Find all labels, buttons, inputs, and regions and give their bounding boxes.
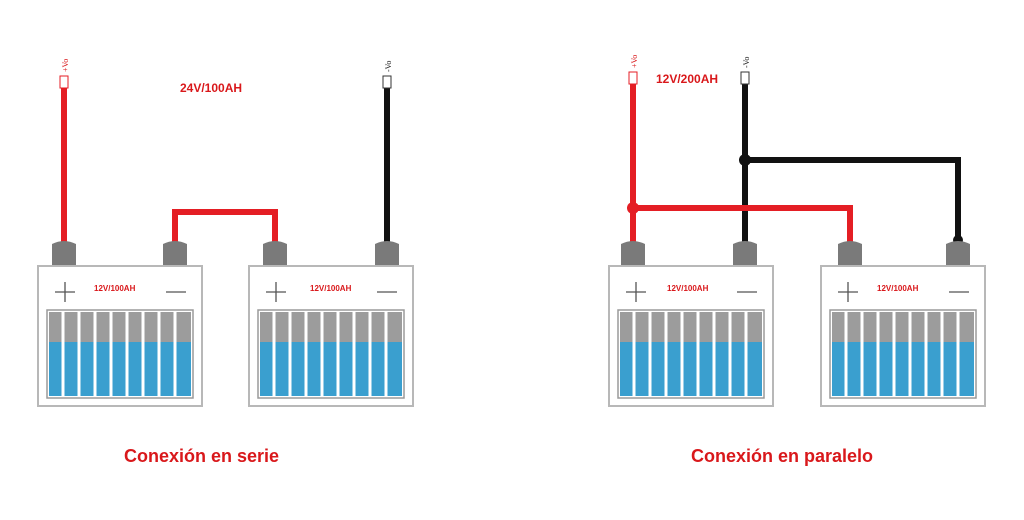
series-total-rating: 24V/100AH bbox=[180, 81, 242, 95]
battery-rating: 12V/100AH bbox=[667, 284, 709, 293]
series-battery-1-positive-terminal bbox=[52, 241, 76, 266]
parallel-diagram: +Vo -Vo 12V/200AH 12V/100AH 12V/100AH Co… bbox=[607, 55, 987, 466]
series-battery-2: 12V/100AH bbox=[247, 264, 415, 408]
battery-rating: 12V/100AH bbox=[877, 284, 919, 293]
parallel-battery-1-negative-terminal bbox=[733, 241, 757, 266]
parallel-negative-wiring bbox=[739, 84, 963, 245]
series-diagram: +Vo -Vo 24V/100AH 12V/100AH 12V/100AH Co… bbox=[36, 59, 415, 466]
series-battery-2-negative-terminal bbox=[375, 241, 399, 266]
series-negative-output-label: -Vo bbox=[384, 61, 393, 72]
parallel-total-rating: 12V/200AH bbox=[656, 72, 718, 86]
parallel-positive-wiring bbox=[627, 84, 853, 244]
battery-rating: 12V/100AH bbox=[94, 284, 136, 293]
parallel-positive-output-label: +Vo bbox=[630, 55, 639, 68]
series-positive-output-label: +Vo bbox=[61, 59, 70, 72]
series-battery-2-positive-terminal bbox=[263, 241, 287, 266]
parallel-battery-2-positive-terminal bbox=[838, 241, 862, 266]
negative-junction bbox=[739, 154, 751, 166]
series-battery-1: 12V/100AH bbox=[36, 264, 204, 408]
battery-rating: 12V/100AH bbox=[310, 284, 352, 293]
series-positive-output-terminal: +Vo bbox=[59, 59, 70, 89]
series-caption: Conexión en serie bbox=[124, 446, 279, 466]
parallel-battery-2-negative-terminal bbox=[946, 241, 970, 266]
parallel-battery-1: 12V/100AH bbox=[607, 264, 775, 408]
parallel-caption: Conexión en paralelo bbox=[691, 446, 873, 466]
parallel-positive-output-terminal: +Vo bbox=[628, 55, 639, 85]
series-negative-output-terminal: -Vo bbox=[382, 61, 393, 89]
parallel-battery-1-positive-terminal bbox=[621, 241, 645, 266]
positive-junction bbox=[627, 202, 639, 214]
series-jumper-wire bbox=[172, 209, 278, 244]
parallel-negative-output-terminal: -Vo bbox=[740, 57, 751, 85]
parallel-negative-output-label: -Vo bbox=[742, 57, 751, 68]
series-battery-1-negative-terminal bbox=[163, 241, 187, 266]
parallel-battery-2: 12V/100AH bbox=[819, 264, 987, 408]
